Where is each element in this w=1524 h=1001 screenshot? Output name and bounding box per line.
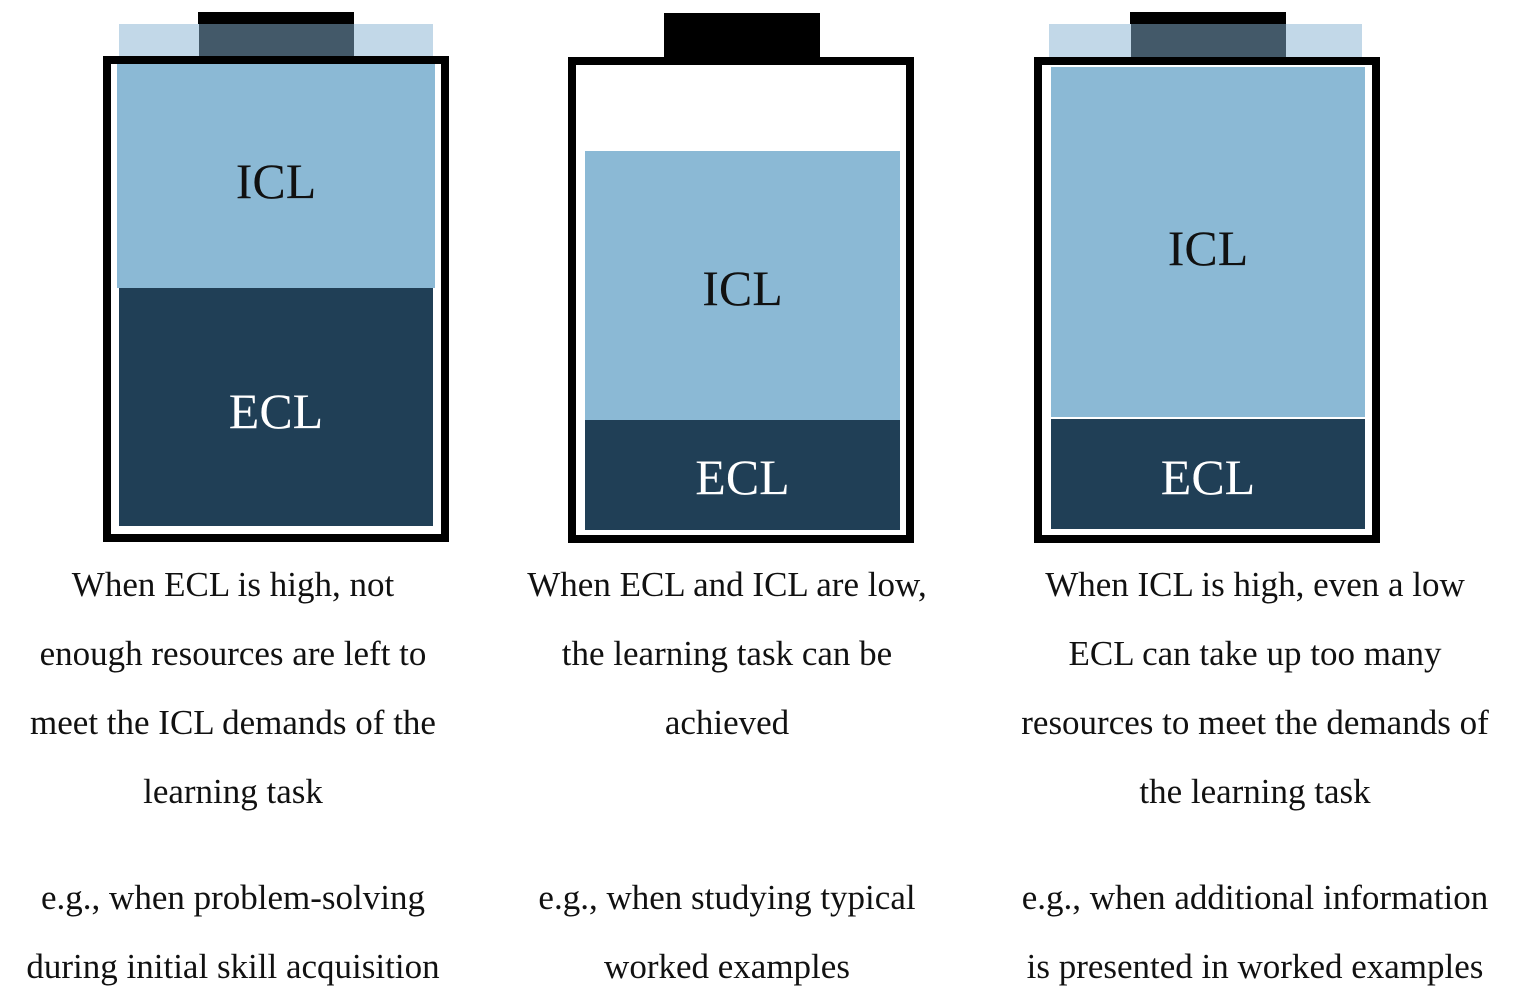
ecl-label: ECL	[1160, 449, 1256, 505]
description-ecl-high: When ECL is high, not enough resources a…	[0, 550, 466, 826]
ecl-label: ECL	[695, 449, 790, 505]
battery-terminal-overflow-center	[199, 24, 354, 62]
example-line: during initial skill acquisition	[26, 947, 440, 986]
ecl-label: ECL	[228, 383, 324, 439]
example-line: e.g., when problem-solving	[41, 878, 425, 917]
description-line: meet the ICL demands of the	[30, 703, 436, 742]
battery-terminal	[664, 13, 820, 61]
example-ecl-high: e.g., when problem-solving during initia…	[0, 863, 466, 1001]
ecl-block: ECL	[585, 420, 900, 530]
example-line: e.g., when additional information	[1021, 878, 1489, 917]
description-both-low: When ECL and ICL are low, the learning t…	[496, 550, 958, 757]
example-line: is presented in worked examples	[1026, 947, 1484, 986]
example-line: e.g., when studying typical	[538, 878, 916, 917]
description-line: When ECL and ICL are low,	[527, 565, 927, 604]
icl-label: ICL	[702, 260, 783, 316]
example-line: worked examples	[604, 947, 850, 986]
icl-label: ICL	[235, 153, 317, 209]
description-line: the learning task can be	[561, 634, 893, 673]
icl-block: ICL	[1049, 65, 1367, 417]
description-line: resources to meet the demands of	[1021, 703, 1489, 742]
description-line: achieved	[664, 703, 790, 742]
icl-label: ICL	[1167, 220, 1249, 276]
example-icl-high: e.g., when additional information is pre…	[988, 863, 1522, 1001]
example-both-low: e.g., when studying typical worked examp…	[496, 863, 958, 1001]
ecl-block: ECL	[1049, 417, 1367, 531]
description-line: the learning task	[1139, 772, 1371, 811]
battery-terminal-overflow-left	[1049, 24, 1131, 62]
description-line: When ECL is high, not	[71, 565, 395, 604]
description-line: enough resources are left to	[39, 634, 427, 673]
description-icl-high: When ICL is high, even a low ECL can tak…	[988, 550, 1522, 826]
battery-terminal-overflow-right	[354, 24, 433, 62]
description-line: ECL can take up too many	[1068, 634, 1442, 673]
description-line: When ICL is high, even a low	[1045, 565, 1465, 604]
ecl-block: ECL	[117, 288, 435, 528]
battery-terminal-overflow-center	[1131, 24, 1286, 62]
description-line: learning task	[143, 772, 323, 811]
battery-terminal-overflow-left	[119, 24, 199, 62]
icl-block: ICL	[117, 64, 435, 288]
icl-block: ICL	[585, 151, 900, 420]
battery-terminal-overflow-right	[1286, 24, 1362, 62]
